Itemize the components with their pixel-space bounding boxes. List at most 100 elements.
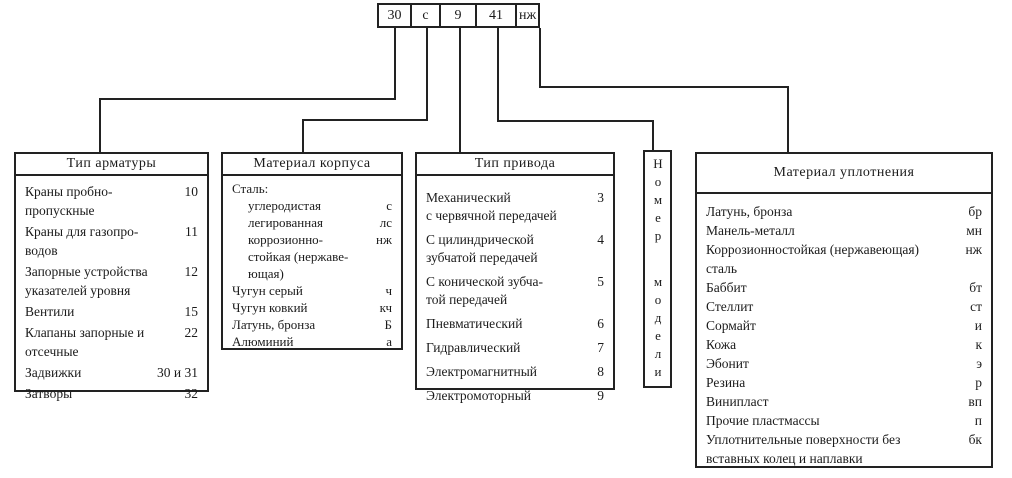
item-code: с xyxy=(386,198,392,213)
body-material-title: Материал корпуса xyxy=(223,154,401,176)
list-item: С цилиндрической зубчатой передачей 4 xyxy=(426,231,604,267)
drive-type-title: Тип привода xyxy=(417,154,613,176)
item-label: Клапаны запорные и отсечные xyxy=(25,325,145,359)
body-material-box: Материал корпуса Сталь: углеродистая с л… xyxy=(221,152,403,350)
armature-type-list: Краны пробно- пропускные 10 Краны для га… xyxy=(16,176,207,409)
list-item: Сормайт и xyxy=(706,316,982,335)
list-item: Электромоторный 9 xyxy=(426,387,604,405)
list-item: Клапаны запорные и отсечные 22 xyxy=(25,323,198,361)
item-code: 15 xyxy=(184,304,199,319)
item-code: 32 xyxy=(184,386,199,401)
item-label: Краны пробно- пропускные xyxy=(25,184,113,218)
item-label: Пневматический xyxy=(426,316,523,331)
list-item: Краны пробно- пропускные 10 xyxy=(25,182,198,220)
item-code: к xyxy=(975,337,982,352)
item-code: 30 и 31 xyxy=(157,365,198,380)
item-label: Кожа xyxy=(706,337,737,352)
item-code: 22 xyxy=(184,325,199,340)
item-label: Механический с червячной передачей xyxy=(426,190,557,223)
item-label: Запорные устройства указателей уровня xyxy=(25,264,148,298)
list-item: Электромагнитный 8 xyxy=(426,363,604,381)
list-item: Затворы 32 xyxy=(25,384,198,403)
item-code: 8 xyxy=(597,364,604,379)
model-number-box: Номер модели xyxy=(643,150,672,388)
item-label: Электромагнитный xyxy=(426,364,537,379)
drive-type-list: Механический с червячной передачей 3 С ц… xyxy=(417,176,613,415)
item-code: бт xyxy=(969,280,982,295)
item-code: ч xyxy=(385,283,392,298)
item-code: и xyxy=(974,318,982,333)
list-item: Коррозионностойкая (нержавеющая) сталь н… xyxy=(706,240,982,278)
list-item: Манель-металл мн xyxy=(706,221,982,240)
item-code: Б xyxy=(384,317,392,332)
list-item: Чугун серый ч xyxy=(232,282,392,299)
list-item: Кожа к xyxy=(706,335,982,354)
item-label: легированная xyxy=(248,215,323,230)
item-code: бр xyxy=(968,204,982,219)
item-code: нж xyxy=(965,242,982,257)
item-code: лс xyxy=(379,215,392,230)
item-code: 6 xyxy=(597,316,604,331)
item-code: 11 xyxy=(185,224,198,239)
connector-type-armature xyxy=(99,28,396,152)
list-item: коррозионно- стойкая (нержаве- ющая) нж xyxy=(232,231,392,282)
body-material-list: Сталь: углеродистая с легированная лс ко… xyxy=(223,176,401,354)
item-code: мн xyxy=(966,223,982,238)
seal-material-box: Материал уплотнения Латунь, бронза бр Ма… xyxy=(695,152,993,468)
item-label: Сормайт xyxy=(706,318,756,333)
item-label: Вентили xyxy=(25,304,75,319)
list-item: Запорные устройства указателей уровня 12 xyxy=(25,262,198,300)
connector-body-material xyxy=(302,28,428,152)
item-code: р xyxy=(975,375,982,390)
seal-material-title: Материал уплотнения xyxy=(697,154,991,194)
item-code: э xyxy=(976,356,982,371)
list-item: Латунь, бронза Б xyxy=(232,316,392,333)
item-label: углеродистая xyxy=(248,198,321,213)
item-code: 7 xyxy=(597,340,604,355)
drive-type-box: Тип привода Механический с червячной пер… xyxy=(415,152,615,403)
item-code: 3 xyxy=(597,190,604,205)
item-label: С цилиндрической зубчатой передачей xyxy=(426,232,538,265)
item-label: Краны для газопро- водов xyxy=(25,224,139,258)
list-item: С конической зубча- той передачей 5 xyxy=(426,273,604,309)
list-item: Стеллит ст xyxy=(706,297,982,316)
item-code: вп xyxy=(968,394,982,409)
code-cell: с xyxy=(412,5,441,26)
code-cell-value: нж xyxy=(519,7,537,23)
code-cell-value: 30 xyxy=(387,7,402,23)
code-cell: нж xyxy=(517,5,538,26)
item-label: Коррозионностойкая (нержавеющая) сталь xyxy=(706,242,920,276)
armature-type-title: Тип арматуры xyxy=(16,154,207,176)
item-label: Латунь, бронза xyxy=(706,204,793,219)
item-label: Эбонит xyxy=(706,356,749,371)
list-item: Баббит бт xyxy=(706,278,982,297)
item-label: Чугун ковкий xyxy=(232,300,308,315)
item-code: 12 xyxy=(184,264,199,279)
item-label: Прочие пластмассы xyxy=(706,413,820,428)
item-code: 4 xyxy=(597,232,604,247)
item-label: Латунь, бронза xyxy=(232,317,316,332)
item-code: а xyxy=(386,334,392,349)
item-code: кч xyxy=(379,300,392,315)
seal-material-list: Латунь, бронза бр Манель-металл мн Корро… xyxy=(697,194,991,472)
list-item: Латунь, бронза бр xyxy=(706,202,982,221)
armature-type-box: Тип арматуры Краны пробно- пропускные 10… xyxy=(14,152,209,401)
model-number-title: Номер модели xyxy=(650,156,666,382)
item-label: Гидравлический xyxy=(426,340,521,355)
item-label: Алюминий xyxy=(232,334,294,349)
list-item: Прочие пластмассы п xyxy=(706,411,982,430)
item-label: Винипласт xyxy=(706,394,769,409)
list-item: Пневматический 6 xyxy=(426,315,604,333)
code-cell-value: 41 xyxy=(489,7,503,23)
item-label: Электромоторный xyxy=(426,388,532,403)
code-cell: 41 xyxy=(477,5,517,26)
code-cell-value: с xyxy=(422,7,429,23)
item-label: Манель-металл xyxy=(706,223,795,238)
list-item: Резина р xyxy=(706,373,982,392)
item-label: Уплотнительные поверхности без вставных … xyxy=(706,432,901,466)
item-code: п xyxy=(974,413,982,428)
list-item: Механический с червячной передачей 3 xyxy=(426,189,604,225)
item-label: Резина xyxy=(706,375,746,390)
